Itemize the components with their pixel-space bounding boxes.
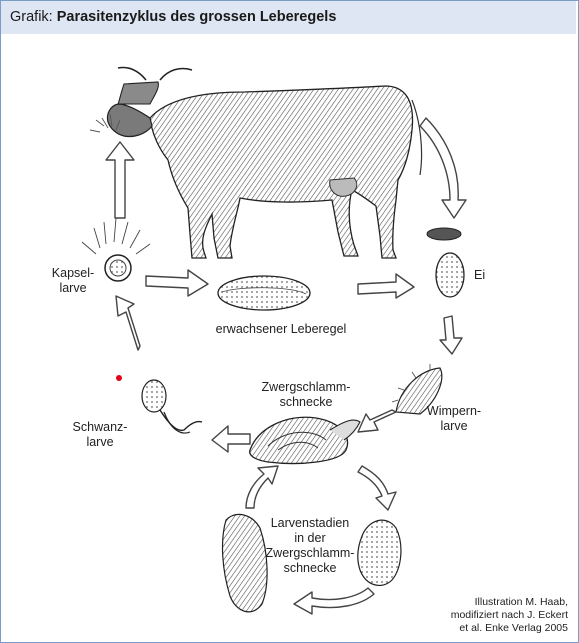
red-dot-marker	[116, 375, 122, 381]
arrow-wimpernlarve-to-snail	[358, 410, 396, 432]
adult-fluke-illustration	[218, 276, 310, 310]
schwanzlarve-illustration	[142, 380, 202, 433]
arrow-kapsellarve-to-cow	[106, 142, 134, 218]
arrow-kapsellarve-to-adult	[146, 270, 208, 296]
label-adult-fluke: erwachsener Leberegel	[206, 322, 356, 337]
egg-illustration	[427, 228, 464, 297]
arrow-larval-cycle-bottom	[294, 588, 374, 614]
label-larvenstadien: Larvenstadien in der Zwergschlamm- schne…	[254, 516, 366, 576]
label-ei: Ei	[474, 268, 504, 283]
arrow-snail-to-schwanzlarve	[212, 426, 250, 452]
label-schwanzlarve: Schwanz- larve	[60, 420, 140, 450]
arrow-egg-to-wimpernlarve	[440, 316, 462, 354]
arrow-schwanzlarve-to-kapsellarve	[116, 296, 140, 350]
arrow-adult-to-egg	[358, 274, 414, 298]
label-wimpernlarve: Wimpern- larve	[414, 404, 494, 434]
arrow-larval-cycle-left	[246, 466, 278, 508]
snail-illustration	[250, 417, 360, 463]
label-snail: Zwergschlamm- schnecke	[246, 380, 366, 410]
arrow-cow-to-egg	[420, 118, 466, 218]
cow-illustration	[107, 68, 421, 259]
label-kapsellarve: Kapsel- larve	[44, 266, 102, 296]
illustration-credit: Illustration M. Haab, modifiziert nach J…	[414, 596, 568, 635]
arrow-snail-to-larval-cycle	[358, 466, 396, 510]
